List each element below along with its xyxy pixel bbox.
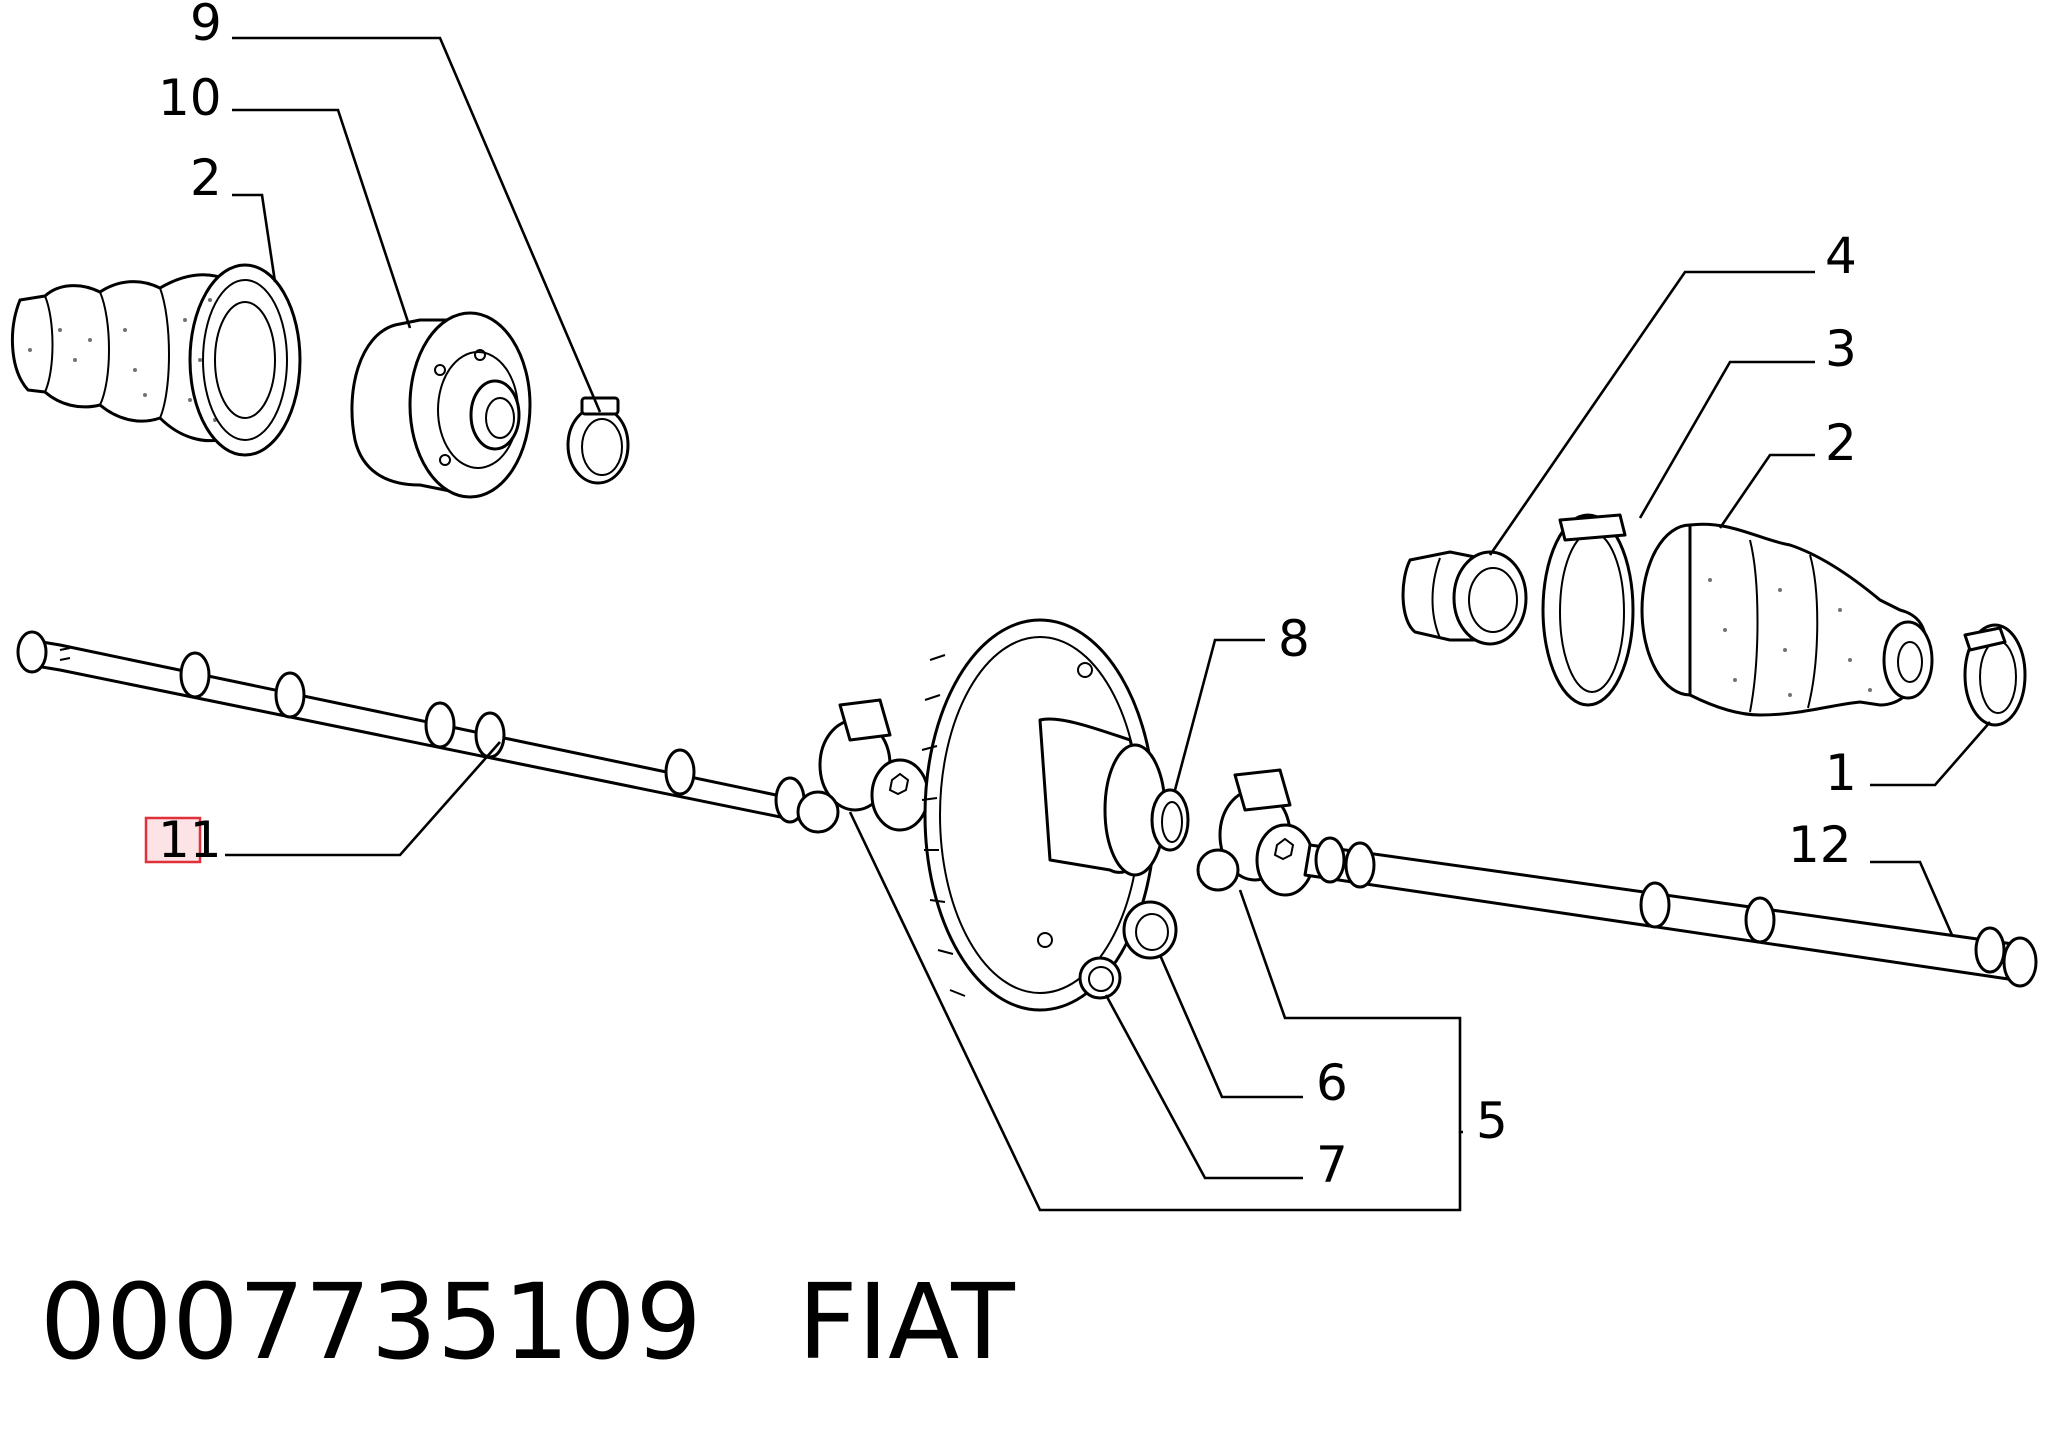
leader-11 — [225, 741, 501, 857]
boot-small-4 — [1401, 550, 1528, 646]
leader-3 — [1638, 360, 1815, 519]
shaft-left — [16, 630, 806, 824]
callout-labels: 9 10 2 4 3 2 8 1 12 11 6 5 7 — [158, 0, 1857, 1194]
callout-5: 5 — [1476, 1092, 1508, 1150]
callout-9: 9 — [190, 0, 222, 52]
shaft-right — [1303, 836, 2038, 988]
callout-2-top: 2 — [190, 149, 222, 207]
leader-1 — [1870, 721, 1991, 787]
callout-12: 12 — [1788, 816, 1852, 874]
differential-gear-right — [1196, 768, 1315, 897]
callout-7: 7 — [1316, 1136, 1348, 1194]
callout-8: 8 — [1278, 610, 1310, 668]
leader-12 — [1870, 860, 1954, 936]
clamp-ring-1 — [1963, 623, 2027, 727]
leader-5-lower — [848, 811, 1462, 1212]
differential-gear-left — [796, 698, 930, 834]
callout-10: 10 — [158, 69, 222, 127]
boot-left — [10, 263, 302, 457]
leader-7 — [1104, 994, 1303, 1180]
leader-9 — [232, 36, 602, 413]
clamp-band-3 — [1541, 513, 1635, 707]
brand-name: FIAT — [797, 1261, 1015, 1383]
washer-6 — [1122, 900, 1178, 960]
callout-11: 11 — [158, 811, 222, 869]
leader-2a — [232, 193, 277, 283]
callout-6: 6 — [1316, 1054, 1348, 1112]
leader-10 — [232, 108, 412, 329]
crown-wheel — [921, 618, 1167, 1012]
leader-8 — [1173, 638, 1265, 791]
joint-housing — [350, 311, 532, 499]
callout-1: 1 — [1825, 744, 1857, 802]
callout-4: 4 — [1825, 227, 1857, 285]
leader-lines — [225, 36, 1991, 1212]
callout-3: 3 — [1825, 320, 1857, 378]
leader-6 — [1158, 954, 1303, 1099]
leader-2b — [1718, 453, 1815, 529]
part-number: 0007735109 — [40, 1261, 702, 1383]
callout-2-right: 2 — [1825, 414, 1857, 472]
washer-7 — [1078, 956, 1122, 1000]
leader-4 — [1488, 270, 1815, 556]
boot-right — [1640, 522, 1934, 717]
clamp-ring-small — [566, 396, 630, 485]
callout-11-highlight — [144, 816, 202, 864]
thrust-ring-8 — [1150, 788, 1190, 852]
